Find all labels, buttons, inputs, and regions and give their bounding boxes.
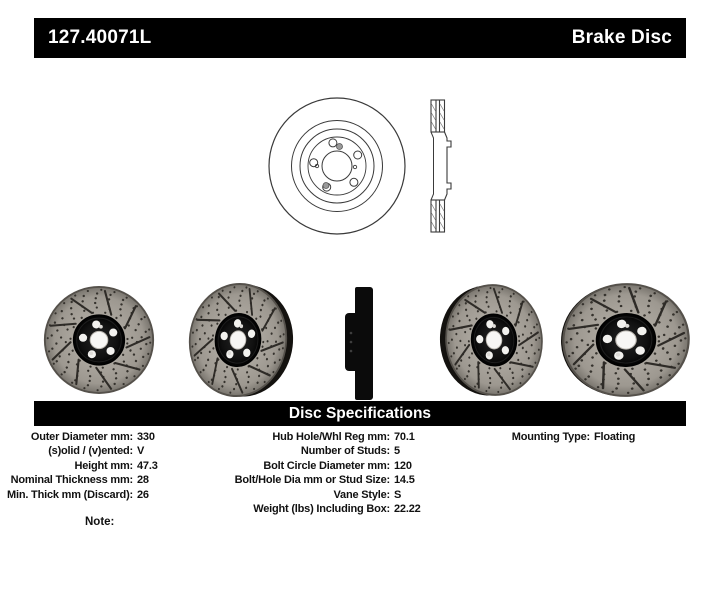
rotor-photo-edge <box>345 287 373 400</box>
spec-row: Bolt Circle Diameter mm:120 <box>263 459 412 472</box>
note-label: Note: <box>85 516 115 528</box>
spec-row: Height mm:47.3 <box>74 459 158 472</box>
spec-row: Weight (lbs) Including Box:22.22 <box>253 503 421 516</box>
rotor-photo-front <box>34 278 164 402</box>
disc-section-drawing <box>430 99 452 233</box>
spec-row: Nominal Thickness mm:28 <box>10 474 149 487</box>
rotor-photo-angled-right <box>430 278 558 402</box>
spec-row: Mounting Type:Floating <box>511 431 636 443</box>
header-bar: 127.40071L Brake Disc <box>34 18 686 58</box>
specs-section-title: Disc Specifications <box>34 401 686 426</box>
rotor-photo-front-tilted <box>546 278 706 402</box>
spec-row: Min. Thick mm (Discard):26 <box>7 488 149 501</box>
spec-row: Bolt/Hole Dia mm or Stud Size:14.5 <box>234 474 415 487</box>
spec-row: (s)olid / (v)ented:V <box>48 445 145 458</box>
technical-drawings <box>268 97 452 235</box>
spec-row: Number of Studs:5 <box>300 445 400 458</box>
specs-column-middle: Hub Hole/Whl Reg mm:70.1 Number of Studs… <box>0 430 720 516</box>
spec-row: Outer Diameter mm:330 <box>30 431 155 443</box>
disc-front-drawing <box>268 97 406 235</box>
part-number: 127.40071L <box>48 27 152 48</box>
product-photos <box>34 278 706 402</box>
specs-column-left: Outer Diameter mm:330 (s)olid / (v)ented… <box>0 430 720 502</box>
rotor-photo-angled-left <box>172 278 304 402</box>
specs-column-right: Mounting Type:Floating <box>0 430 720 444</box>
spec-row: Hub Hole/Whl Reg mm:70.1 <box>272 431 415 443</box>
spec-row: Vane Style:S <box>333 488 402 501</box>
product-title: Brake Disc <box>571 27 672 48</box>
